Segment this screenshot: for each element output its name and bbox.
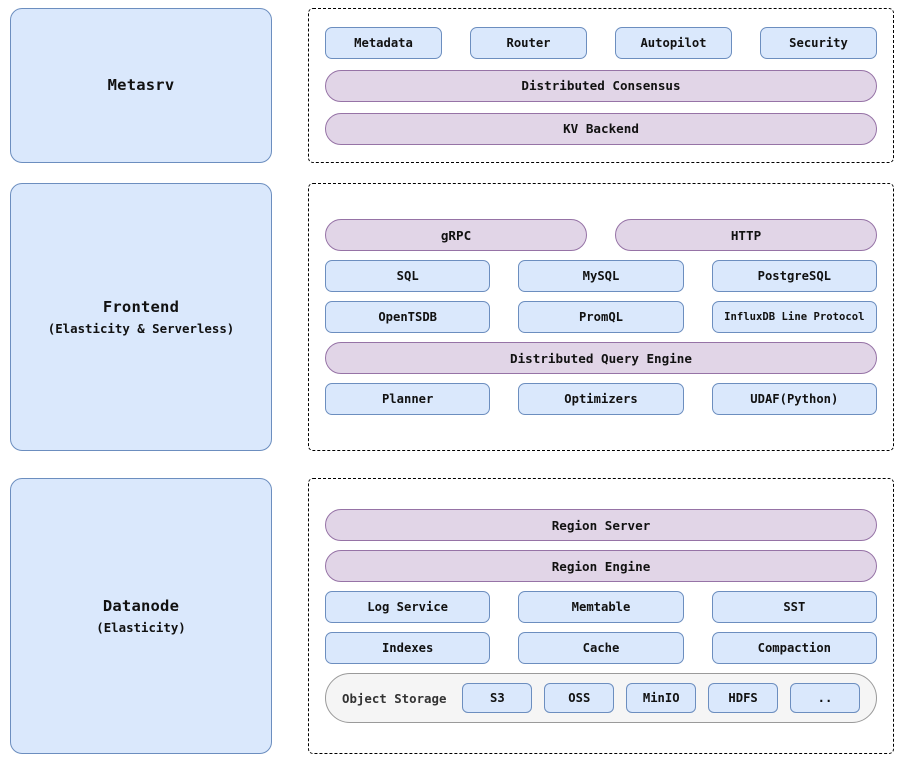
node-udaf-python[interactable]: UDAF(Python): [711, 383, 877, 415]
node-mysql[interactable]: MySQL: [518, 260, 684, 292]
node-grpc[interactable]: gRPC: [325, 219, 587, 251]
node-postgresql[interactable]: PostgreSQL: [711, 260, 877, 292]
frontend-group: gRPC HTTP SQL MySQL PostgreSQL OpenTSDB …: [308, 183, 894, 451]
node-memtable[interactable]: Memtable: [518, 591, 684, 623]
object-storage-label: Object Storage: [342, 690, 447, 706]
node-region-engine[interactable]: Region Engine: [325, 550, 877, 582]
node-distributed-consensus[interactable]: Distributed Consensus: [325, 69, 877, 102]
metasrv-consensus-row: Distributed Consensus: [325, 69, 877, 102]
frontend-row: Frontend (Elasticity & Serverless) gRPC …: [0, 183, 903, 451]
component-title-frontend: Frontend: [102, 297, 180, 316]
node-kv-backend[interactable]: KV Backend: [325, 112, 877, 145]
datanode-region-engine-row: Region Engine: [325, 550, 877, 582]
metasrv-services-row: Metadata Router Autopilot Security: [325, 26, 877, 59]
frontend-protocols-row: gRPC HTTP: [325, 219, 877, 251]
node-promql[interactable]: PromQL: [518, 301, 684, 333]
node-minio[interactable]: MinIO: [626, 683, 697, 713]
node-log-service[interactable]: Log Service: [325, 591, 491, 623]
frontend-engine-row: Planner Optimizers UDAF(Python): [325, 383, 877, 415]
frontend-interfaces-row-2: OpenTSDB PromQL InfluxDB Line Protocol: [325, 301, 877, 333]
metasrv-group: Metadata Router Autopilot Security Distr…: [308, 8, 894, 163]
frontend-query-engine-row: Distributed Query Engine: [325, 342, 877, 374]
node-s3[interactable]: S3: [462, 683, 533, 713]
node-autopilot[interactable]: Autopilot: [615, 26, 732, 59]
component-subtitle-frontend: (Elasticity & Serverless): [47, 320, 235, 336]
node-sql[interactable]: SQL: [325, 260, 491, 292]
component-subtitle-datanode: (Elasticity): [96, 619, 186, 635]
node-opentsdb[interactable]: OpenTSDB: [325, 301, 491, 333]
node-sst[interactable]: SST: [711, 591, 877, 623]
datanode-row: Datanode (Elasticity) Region Server Regi…: [0, 478, 903, 754]
metasrv-row: Metasrv Metadata Router Autopilot Securi…: [0, 8, 903, 163]
datanode-storage-row-1: Log Service Memtable SST: [325, 591, 877, 623]
node-region-server[interactable]: Region Server: [325, 509, 877, 541]
node-planner[interactable]: Planner: [325, 383, 491, 415]
node-cache[interactable]: Cache: [518, 632, 684, 664]
node-influxdb-line-protocol[interactable]: InfluxDB Line Protocol: [711, 301, 877, 333]
node-distributed-query-engine[interactable]: Distributed Query Engine: [325, 342, 877, 374]
component-panel-metasrv[interactable]: Metasrv: [10, 8, 272, 163]
node-router[interactable]: Router: [470, 26, 587, 59]
component-title-metasrv: Metasrv: [107, 75, 175, 94]
node-hdfs[interactable]: HDFS: [708, 683, 779, 713]
datanode-storage-row-2: Indexes Cache Compaction: [325, 632, 877, 664]
metasrv-kv-row: KV Backend: [325, 112, 877, 145]
node-oss[interactable]: OSS: [544, 683, 615, 713]
component-panel-datanode[interactable]: Datanode (Elasticity): [10, 478, 272, 754]
node-indexes[interactable]: Indexes: [325, 632, 491, 664]
node-compaction[interactable]: Compaction: [711, 632, 877, 664]
object-storage-container: Object Storage S3 OSS MinIO HDFS ..: [325, 673, 877, 723]
component-panel-frontend[interactable]: Frontend (Elasticity & Serverless): [10, 183, 272, 451]
datanode-group: Region Server Region Engine Log Service …: [308, 478, 894, 754]
node-security[interactable]: Security: [760, 26, 877, 59]
node-optimizers[interactable]: Optimizers: [518, 383, 684, 415]
node-more[interactable]: ..: [790, 683, 860, 713]
frontend-interfaces-row-1: SQL MySQL PostgreSQL: [325, 260, 877, 292]
component-title-datanode: Datanode: [102, 596, 180, 615]
node-metadata[interactable]: Metadata: [325, 26, 442, 59]
datanode-region-server-row: Region Server: [325, 509, 877, 541]
node-http[interactable]: HTTP: [615, 219, 877, 251]
